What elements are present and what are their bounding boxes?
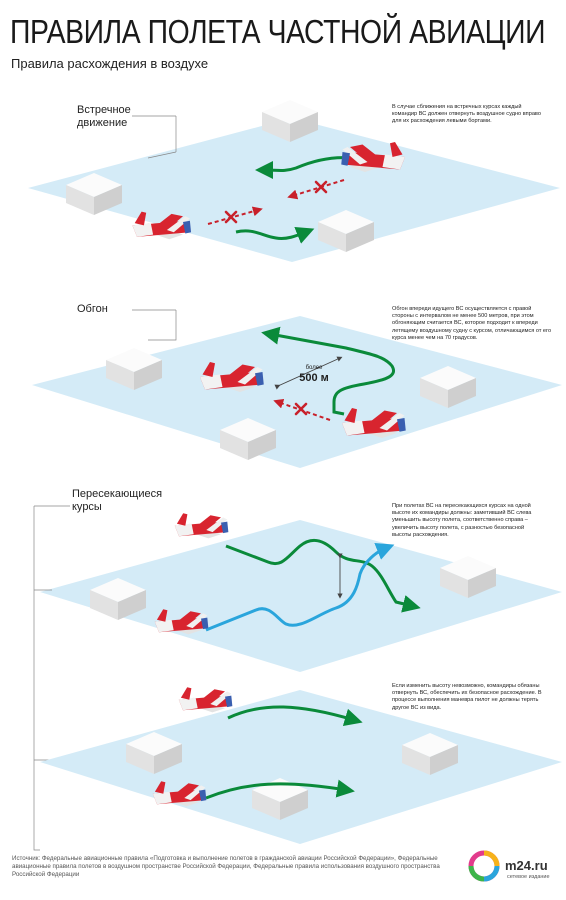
ground-plane-2 [32,316,562,468]
label-line: курсы [72,501,102,513]
page-title: ПРАВИЛА ПОЛЕТА ЧАСТНОЙ АВИАЦИИ [10,13,546,50]
distance-prefix: более [305,365,323,371]
note-head-on: В случае сближения на встречных курсах к… [392,104,541,125]
logo-tagline: сетевое издание [507,874,550,880]
section-crossing-turn [40,687,562,844]
logo-icon [468,850,500,882]
red-forbidden-path [273,398,331,421]
red-forbidden-path [207,206,263,225]
airplane-icon [178,687,233,713]
section-label-head-on: Встречное движение [77,104,131,130]
distance-value: 500 м [299,372,329,384]
cross-icon [224,210,238,224]
green-path [255,156,353,180]
section-head-on [28,100,560,262]
cross-icon [314,180,328,194]
distance-marker [274,356,343,390]
logo-name[interactable]: m24.ru [505,858,548,873]
section-label-overtake: Обгон [77,303,108,315]
note-crossing-turn: Если изменить высоту невозможно, команди… [392,683,542,711]
section-crossing-altitude [33,505,562,851]
page-subtitle: Правила расхождения в воздухе [11,56,209,71]
airplane-icon [174,513,229,539]
blue-path [205,542,395,632]
cross-icon [294,402,308,416]
label-line: движение [77,117,128,129]
red-forbidden-path [287,179,345,200]
source-text: Источник: Федеральные авиационные правил… [12,855,440,878]
ground-plane-4 [40,690,562,844]
note-overtake: Обгон впереди идущего ВС осуществляется … [392,306,552,341]
green-path [205,779,355,800]
green-path [225,538,421,613]
green-path [235,226,315,244]
label-line: Пересекающиеся [72,488,163,500]
label-line: Встречное [77,104,131,116]
ground-plane-3 [40,520,562,672]
green-path [227,705,363,727]
green-path [261,326,395,416]
distance-label: более 500 м [296,365,332,384]
note-crossing-altitude: При полетах ВС на пересекающихся курсах … [392,503,532,538]
section-overtake [32,309,562,468]
section-label-crossing: Пересекающиеся курсы [72,488,162,514]
